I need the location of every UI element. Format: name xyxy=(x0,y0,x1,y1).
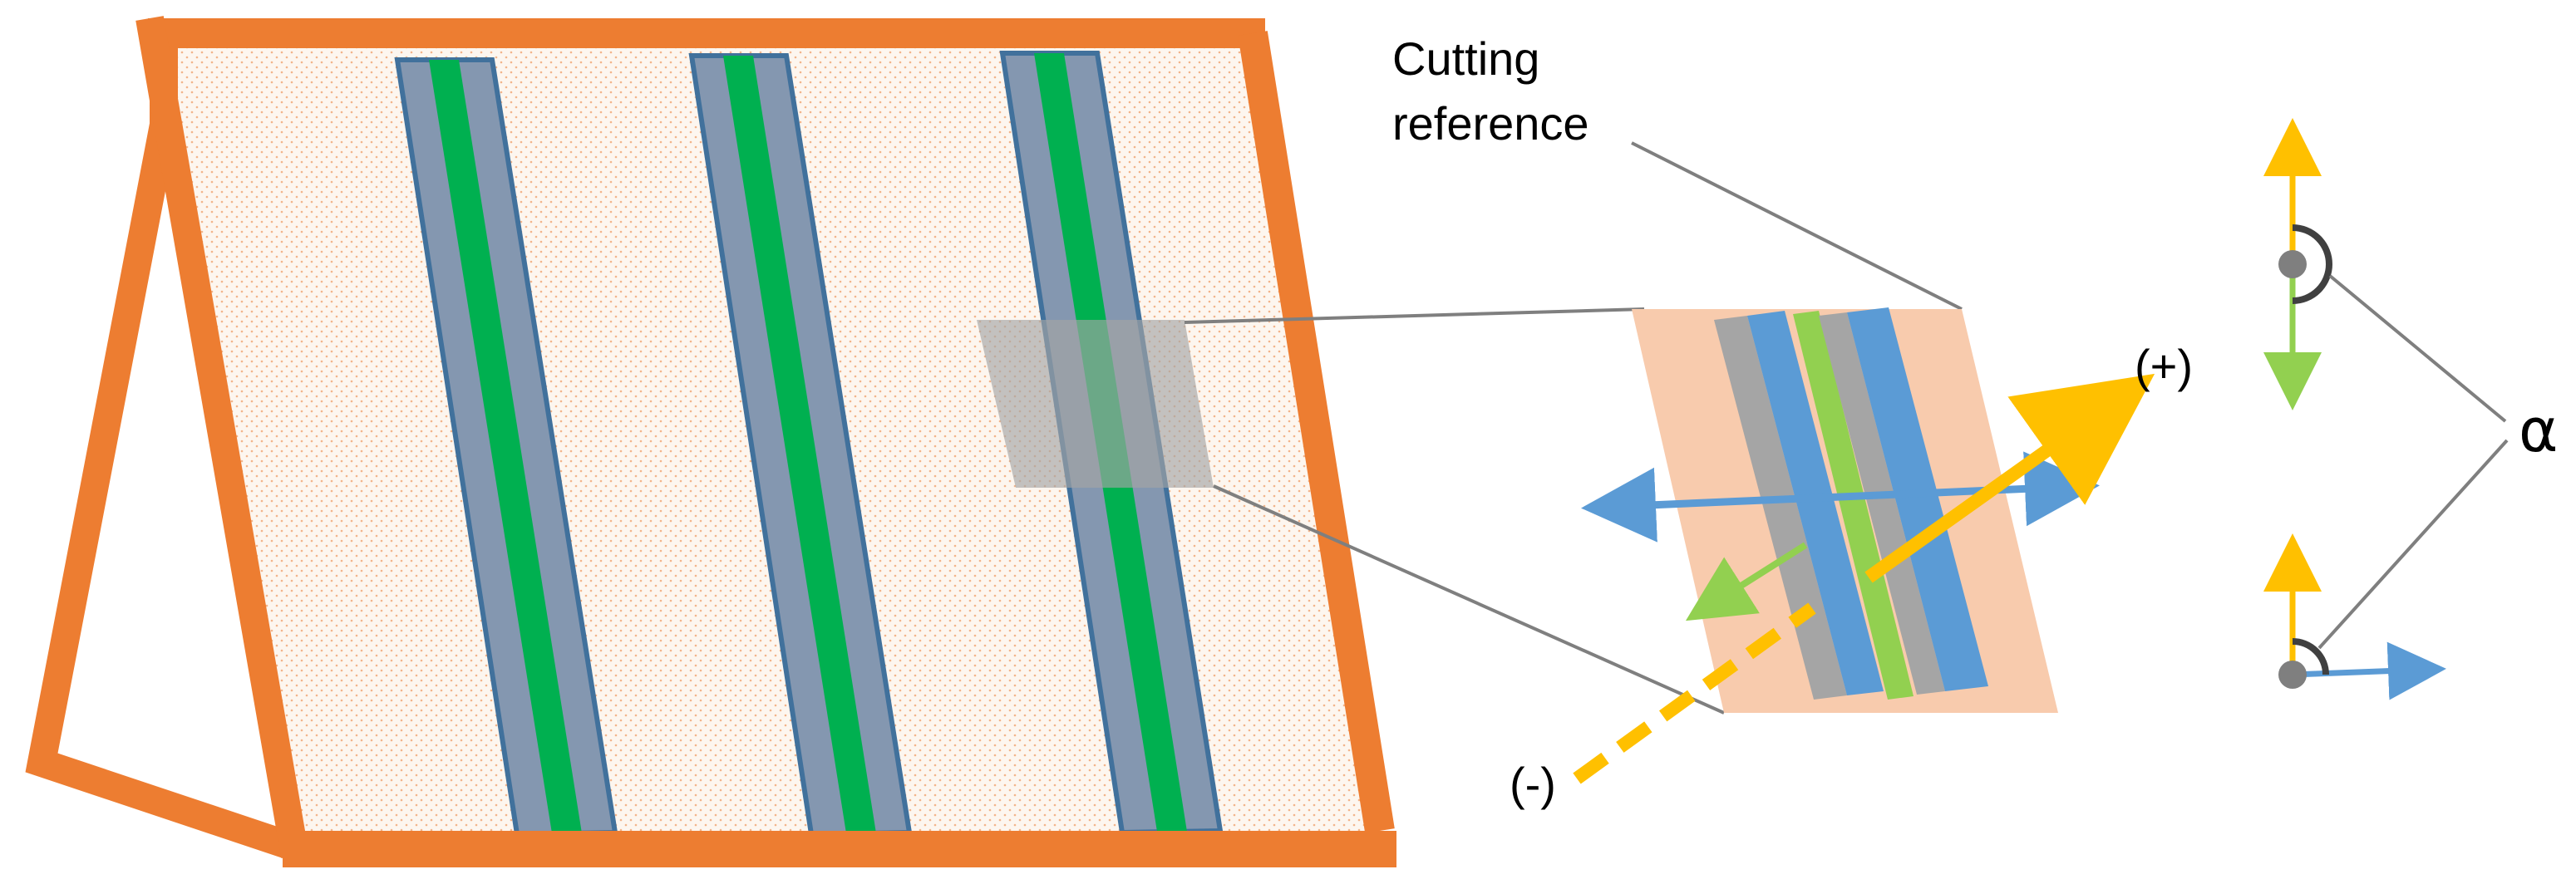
axis-pair-bottom-blue-arrow xyxy=(2292,641,2446,700)
axis-pair-top xyxy=(2263,118,2332,410)
cut-region-highlight xyxy=(977,320,1214,488)
axis-pair-bottom-origin-point xyxy=(2278,661,2307,689)
zoom-projection-lines xyxy=(1184,141,1963,715)
positive-direction-label: (+) xyxy=(2135,340,2193,392)
green-arrow xyxy=(1685,542,1808,621)
axis-pair-bottom-angle-arc xyxy=(2292,638,2329,675)
cutting-reference-label-line1: Cutting xyxy=(1392,32,1539,85)
yellow-axis-negative xyxy=(1573,602,1816,784)
alpha-leader-lines xyxy=(2317,274,2509,650)
axis-pair-bottom xyxy=(2263,533,2446,700)
axis-pair-top-origin-point xyxy=(2278,250,2307,278)
zoom-inset xyxy=(1573,307,2155,784)
cutting-reference-label: Cutting reference xyxy=(1392,32,1589,150)
sample-frame xyxy=(25,16,1396,867)
frame-outline xyxy=(25,16,1396,867)
axis-pair-top-angle-arc xyxy=(2292,224,2332,304)
yellow-axis-positive xyxy=(1864,373,2155,583)
angle-alpha-label: α xyxy=(2519,395,2558,465)
cutting-reference-label-line2: reference xyxy=(1392,97,1589,150)
negative-direction-label: (-) xyxy=(1510,758,1556,810)
